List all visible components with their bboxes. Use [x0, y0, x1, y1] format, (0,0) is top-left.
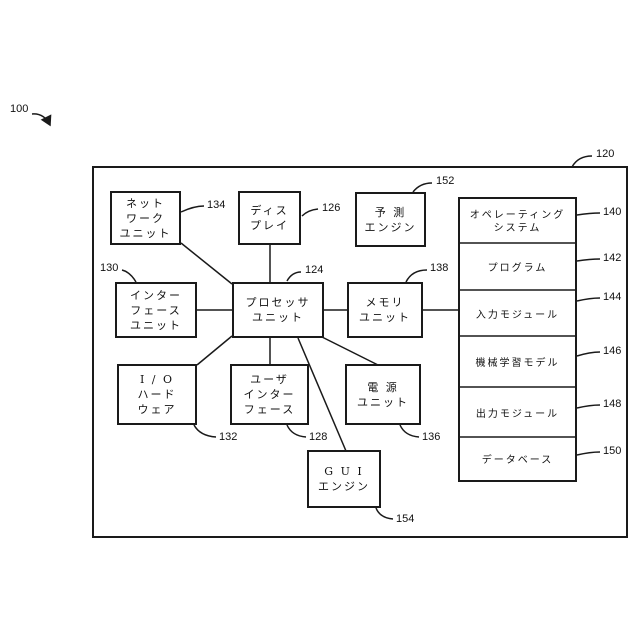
ref-144: 144	[603, 291, 621, 303]
ref-128: 128	[309, 431, 327, 443]
stack-item-operating-system: オペレーティング システム	[460, 199, 575, 245]
stack-item-database: データベース	[460, 439, 575, 482]
gui-engine-box: G U I エンジン	[307, 450, 381, 508]
ref-138: 138	[430, 262, 448, 274]
leader-100	[32, 114, 50, 125]
stack-item-program: プログラム	[460, 245, 575, 292]
memory-unit-box: メモリ ユニット	[347, 282, 423, 338]
ref-150: 150	[603, 445, 621, 457]
ref-124: 124	[305, 264, 323, 276]
ref-142: 142	[603, 252, 621, 264]
ref-146: 146	[603, 345, 621, 357]
interface-unit-box: インター フェース ユニット	[115, 282, 197, 338]
ref-148: 148	[603, 398, 621, 410]
ref-134: 134	[207, 199, 225, 211]
memory-contents-stack: オペレーティング システム プログラム 入力モジュール 機械学習モデル 出力モジ…	[458, 197, 577, 482]
ref-130: 130	[100, 262, 118, 274]
user-interface-box: ユーザ インター フェース	[230, 364, 309, 425]
power-unit-box: 電 源 ユニット	[345, 364, 421, 425]
ref-100: 100	[10, 103, 28, 115]
stack-item-input-module: 入力モジュール	[460, 292, 575, 338]
ref-154: 154	[396, 513, 414, 525]
ref-120: 120	[596, 148, 614, 160]
stack-item-output-module: 出力モジュール	[460, 389, 575, 439]
ref-152: 152	[436, 175, 454, 187]
ref-136: 136	[422, 431, 440, 443]
stack-item-ml-model: 機械学習モデル	[460, 338, 575, 389]
display-box: ディス プレイ	[238, 191, 301, 245]
ref-132: 132	[219, 431, 237, 443]
network-unit-box: ネット ワーク ユニット	[110, 191, 181, 245]
prediction-engine-box: 予 測 エンジン	[355, 192, 426, 247]
ref-140: 140	[603, 206, 621, 218]
processor-unit-box: プロセッサ ユニット	[232, 282, 324, 338]
ref-126: 126	[322, 202, 340, 214]
io-hardware-box: I / O ハード ウェア	[117, 364, 197, 425]
